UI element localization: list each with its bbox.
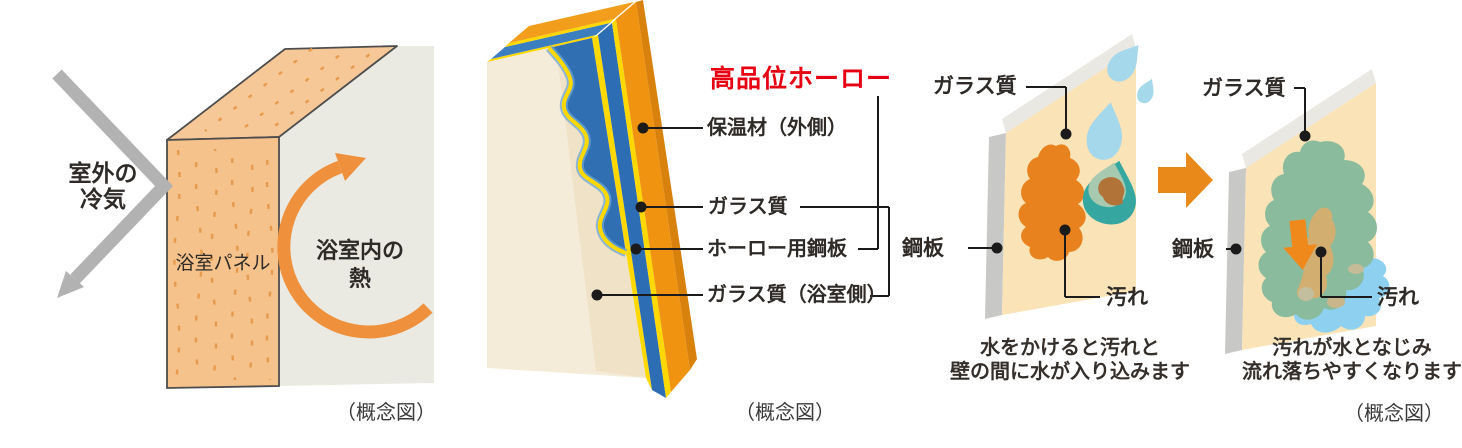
- glass-label-after: ガラス質: [1202, 77, 1286, 100]
- panel3-callout-lines: [968, 86, 1100, 298]
- glass-bathroom-side-label: ガラス質（浴室側）: [707, 284, 887, 306]
- caption-line: 壁の間に水が入り込みます: [950, 361, 1190, 383]
- water-on-dirt-illustration: [968, 34, 1154, 319]
- water-drop-icon: [1137, 79, 1154, 104]
- bathroom-interior-face: [279, 46, 434, 386]
- wall-front-face: [166, 136, 280, 389]
- water-drop-icons: [1086, 45, 1154, 160]
- concept-note-3: （概念図）: [1344, 403, 1444, 425]
- panel-left-edge: [1225, 168, 1246, 354]
- callout-dot-steel: [991, 242, 1003, 254]
- cold-air-label: 室外の 冷気: [38, 160, 168, 213]
- insulation-texture: [173, 47, 379, 382]
- water-under-dirt-droplet: [1082, 160, 1136, 225]
- dirt-label-after: 汚れ: [1377, 286, 1419, 309]
- wall-insulation-illustration: [52, 45, 434, 389]
- callout-dot-steel: [630, 243, 642, 255]
- callout-dot-glass: [635, 201, 647, 213]
- insulation-label: 保温材（外側）: [707, 117, 847, 139]
- bathroom-heat-label: 浴室内の 熱: [300, 237, 420, 292]
- caption-line: 水をかけると汚れと: [980, 337, 1160, 359]
- enamel-steel-label: ホーロー用鋼板: [707, 238, 847, 260]
- glass-layer-bathroom-face: [487, 38, 646, 378]
- bath-panel-label: 浴室パネル: [175, 253, 271, 274]
- glass-layer-top: [487, 35, 596, 62]
- callout-dot-glass: [1299, 130, 1311, 142]
- glass-layer-outer-top: [505, 19, 614, 47]
- steel-label-after: 鋼板: [1172, 238, 1214, 261]
- insulation-outer-edge: [636, 0, 697, 370]
- glass-layer-side: [592, 35, 652, 390]
- caption-water-applied: 水をかけると汚れと 壁の間に水が入り込みます: [930, 336, 1210, 384]
- dirt-washing-away-illustration: [1225, 69, 1390, 354]
- dirt-label-before: 汚れ: [1106, 286, 1148, 309]
- concept-note-2: （概念図）: [735, 402, 835, 424]
- layer-callout-lines: [591, 96, 890, 301]
- cutaway-glass-edge: [547, 46, 627, 255]
- panel-top-edge: [1242, 69, 1376, 168]
- caption-line: 汚れが水となじみ: [1272, 337, 1432, 359]
- wash-down-arrow-icon: [1283, 219, 1318, 270]
- glass-label-before: ガラス質: [933, 75, 1017, 98]
- insulation-layer-top: [509, 2, 634, 43]
- cold-air-line2: 冷気: [80, 186, 126, 213]
- steel-layer-top: [491, 23, 610, 59]
- high-grade-enamel-title: 高品位ホーロー: [710, 65, 893, 93]
- enamel-layer-diagram: [487, 0, 890, 398]
- callout-dot-glass: [1060, 128, 1072, 140]
- caption-line: 流れ落ちやすくなります: [1242, 361, 1462, 383]
- panel-top-edge: [1002, 34, 1136, 133]
- dirt-under-water: [1098, 177, 1125, 206]
- water-drop-icon: [1086, 102, 1123, 160]
- flow-arrow-icon: [1158, 152, 1213, 208]
- panel4-callout-lines: [1226, 87, 1372, 298]
- callout-dot-steel: [1230, 243, 1242, 255]
- steel-label-before: 鋼板: [902, 237, 944, 260]
- loosened-dirt-bits: [1298, 264, 1364, 308]
- callout-dot-insulation: [637, 122, 649, 134]
- glass-layer-label: ガラス質: [708, 196, 788, 218]
- concept-note-1: （概念図）: [336, 402, 436, 424]
- water-drop-icon: [1107, 45, 1139, 82]
- callout-dot-glass-bath: [591, 289, 603, 301]
- cold-air-line1: 室外の: [68, 160, 138, 186]
- caption-dirt-washes: 汚れが水となじみ 流れ落ちやすくなります: [1222, 336, 1462, 384]
- steel-layer-side: [598, 23, 666, 398]
- heat-line2: 熱: [348, 265, 371, 291]
- panel-left-edge: [985, 133, 1006, 319]
- heat-circulation-arrow-icon: [277, 153, 433, 339]
- cold-air-arrow-icon: [52, 69, 173, 298]
- heat-line1: 浴室内の: [315, 238, 404, 263]
